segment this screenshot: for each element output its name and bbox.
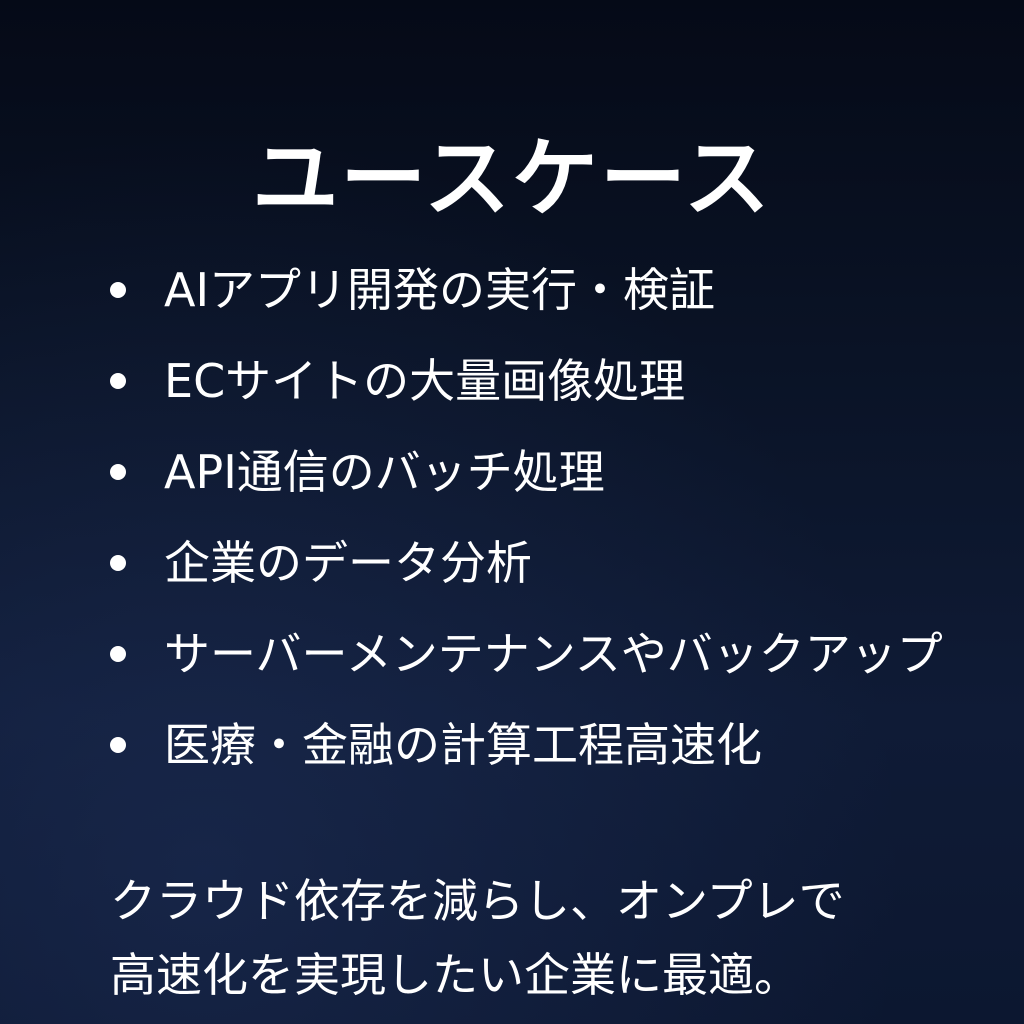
use-case-list: AIアプリ開発の実行・検証 ECサイトの大量画像処理 API通信のバッチ処理 企… xyxy=(110,244,943,790)
list-item: 企業のデータ分析 xyxy=(110,517,943,608)
list-item: ECサイトの大量画像処理 xyxy=(110,335,943,426)
list-item: API通信のバッチ処理 xyxy=(110,426,943,517)
bullet-icon xyxy=(110,554,126,571)
summary-text: クラウド依存を減らし、オンプレで 高速化を実現したい企業に最適。 xyxy=(110,864,845,1012)
list-item: 医療・金融の計算工程高速化 xyxy=(110,699,943,790)
bullet-icon xyxy=(110,736,126,753)
bullet-icon xyxy=(110,645,126,662)
bullet-icon xyxy=(110,463,126,480)
list-item: サーバーメンテナンスやバックアップ xyxy=(110,608,943,699)
list-item-label: 企業のデータ分析 xyxy=(164,535,532,590)
list-item-label: 医療・金融の計算工程高速化 xyxy=(164,717,762,772)
bullet-icon xyxy=(110,281,126,298)
summary-line-1: クラウド依存を減らし、オンプレで xyxy=(110,874,845,928)
list-item-label: AIアプリ開発の実行・検証 xyxy=(164,262,716,317)
bullet-icon xyxy=(110,372,126,389)
list-item-label: ECサイトの大量画像処理 xyxy=(164,353,686,408)
list-item-label: サーバーメンテナンスやバックアップ xyxy=(164,626,943,681)
slide-title: ユースケース xyxy=(252,128,772,229)
summary-line-2: 高速化を実現したい企業に最適。 xyxy=(110,948,800,1002)
list-item-label: API通信のバッチ処理 xyxy=(164,444,605,499)
list-item: AIアプリ開発の実行・検証 xyxy=(110,244,943,335)
